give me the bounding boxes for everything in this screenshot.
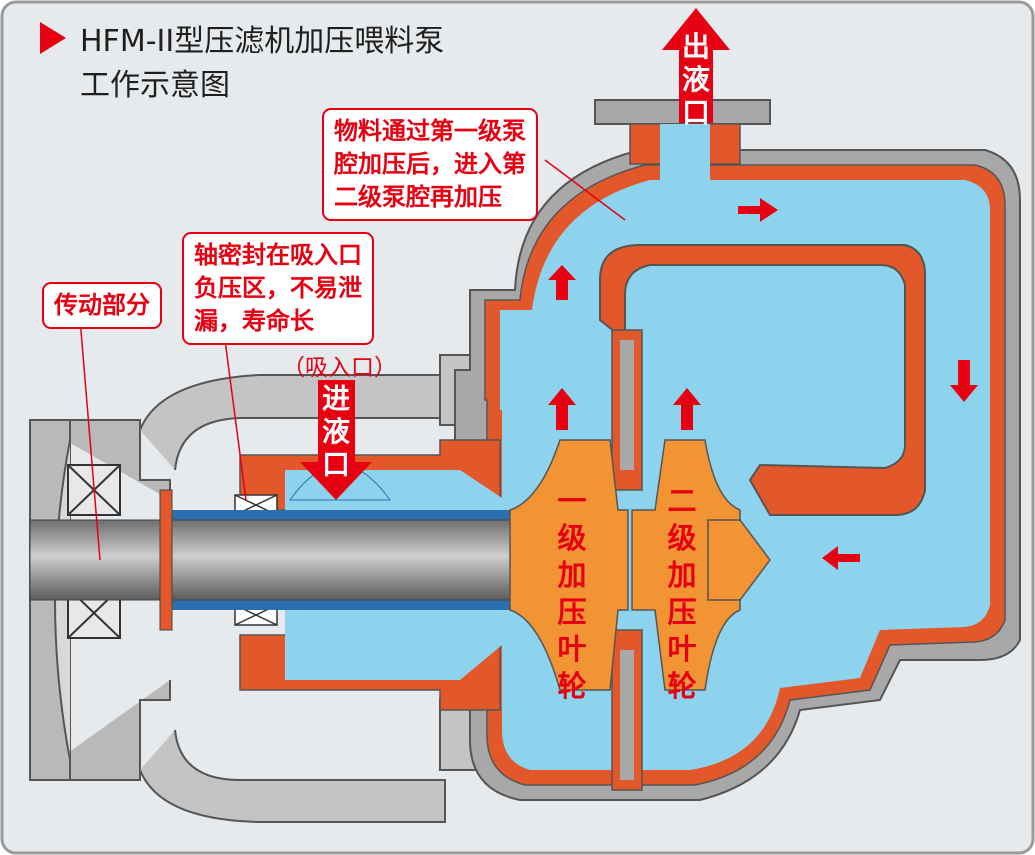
callout-transmission-text: 传动部分 [54,291,150,319]
inlet-label-char: 液 [321,415,350,448]
first-impeller-char: 级 [557,521,587,555]
first-impeller-label: 一 级 加 压 叶 轮 [552,483,592,705]
callout-pressure-line: 二级泵腔再加压 [334,183,502,211]
second-impeller-char: 轮 [667,669,697,703]
second-impeller-char: 二 [667,484,697,518]
play-triangle-icon [40,22,66,54]
outlet-arrow [662,8,730,123]
return-loop [599,244,926,516]
second-impeller-char: 加 [667,558,697,592]
stage-divider [611,329,643,791]
second-impeller-char: 叶 [667,632,697,666]
first-impeller-char: 压 [557,595,587,629]
first-impeller-char: 加 [557,558,587,592]
first-impeller-char: 轮 [557,669,587,703]
callout-leaders [79,159,626,561]
outlet-label-char: 出 [681,30,710,63]
second-stage-impeller [631,439,741,691]
callout-pressure: 物料通过第一级泵 腔加压后，进入第 二级泵腔再加压 [322,108,538,221]
second-impeller-char: 压 [667,595,697,629]
callout-pressure-line: 物料通过第一级泵 [334,117,526,145]
second-impeller-label: 二 级 加 压 叶 轮 [662,483,702,705]
page-subtitle: 工作示意图 [80,68,230,103]
outlet-label-char: 液 [681,63,710,96]
flow-arrow-icon [548,198,978,570]
first-impeller-char: 叶 [557,632,587,666]
inlet-note: （吸入口） [282,355,397,381]
callout-transmission: 传动部分 [42,282,162,329]
page-title: HFM-II型压滤机加压喂料泵 [80,24,445,59]
inlet-label: 进 液 口 [316,382,356,481]
outlet-label: 出 液 口 [676,30,716,129]
impeller-nut [707,519,771,601]
inlet-label-char: 进 [321,382,350,415]
coupling-flange [159,489,173,631]
inlet-label-char: 口 [321,448,350,481]
first-stage-impeller [509,439,629,691]
second-impeller-char: 级 [667,521,697,555]
callout-seal-line: 漏，寿命长 [194,307,314,335]
first-impeller-char: 一 [557,484,587,518]
callout-seal: 轴密封在吸入口 负压区，不易泄 漏，寿命长 [182,232,374,345]
inlet-arrow [300,380,372,500]
outlet-label-char: 口 [681,96,710,129]
pump-shaft [29,519,531,601]
callout-seal-line: 轴密封在吸入口 [194,241,362,269]
callout-pressure-line: 腔加压后，进入第 [334,150,526,178]
callout-seal-line: 负压区，不易泄 [194,274,362,302]
